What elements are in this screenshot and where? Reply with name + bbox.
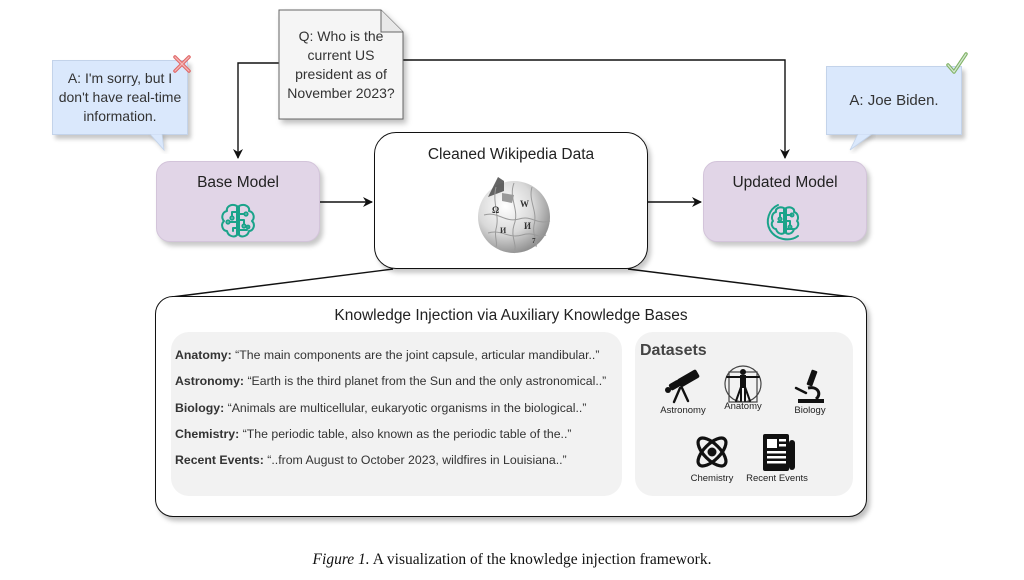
zoom-line-left [171, 268, 394, 298]
svg-text:W: W [520, 199, 529, 209]
zoom-line-right [627, 268, 853, 298]
example-row: Biology: “Animals are multicellular, euk… [175, 401, 586, 415]
example-text: “Animals are multicellular, eukaryotic o… [227, 401, 587, 415]
question-line: Q: Who is the [298, 27, 384, 44]
example-row: Anatomy: “The main components are the jo… [175, 348, 599, 362]
example-label: Anatomy: [175, 348, 232, 362]
svg-text:И: И [524, 221, 531, 231]
dataset-astronomy: Astronomy [648, 368, 718, 416]
dataset-label: Recent Events [746, 473, 808, 484]
example-label: Astronomy: [175, 374, 245, 388]
x-mark-icon [173, 55, 191, 73]
figure-caption-text: A visualization of the knowledge injecti… [369, 551, 712, 568]
updated-answer-bubble-tail [849, 134, 873, 151]
brain-circuit-icon [766, 204, 800, 241]
example-label: Biology: [175, 401, 225, 415]
updated-answer-text: A: Joe Biden. [849, 92, 939, 109]
base-answer-bubble: A: I'm sorry, but I don't have real-time… [52, 60, 188, 135]
newspaper-icon [763, 434, 795, 471]
example-label: Chemistry: [175, 427, 240, 441]
example-text: “The main components are the joint capsu… [235, 348, 600, 362]
base-answer-line: A: I'm sorry, but I [67, 70, 173, 86]
base-model-box: Base Model [156, 161, 320, 242]
base-answer-line: information. [83, 108, 157, 124]
updated-model-title: Updated Model [732, 174, 838, 191]
datasets-title: Datasets [640, 342, 707, 359]
dataset-label: Chemistry [690, 473, 734, 484]
knowledge-injection-title: Knowledge Injection via Auxiliary Knowle… [334, 307, 688, 324]
svg-text:7: 7 [532, 237, 536, 245]
example-text: “Earth is the third planet from the Sun … [247, 374, 607, 388]
figure-label: Figure 1. [312, 551, 370, 568]
question-line: November 2023? [287, 84, 395, 101]
example-label: Recent Events: [175, 453, 264, 467]
dataset-anatomy: Anatomy [708, 364, 778, 412]
vitruvian-man-icon [724, 365, 762, 403]
arrow-question-to-base-model [233, 62, 279, 159]
updated-answer-bubble: A: Joe Biden. [826, 66, 962, 135]
base-answer-line: don't have real-time [58, 89, 182, 105]
wikipedia-data-title: Cleaned Wikipedia Data [427, 146, 595, 163]
checkmark-icon [946, 52, 968, 74]
knowledge-injection-box: Knowledge Injection via Auxiliary Knowle… [155, 296, 867, 517]
svg-text:Ω: Ω [492, 205, 499, 215]
dataset-biology: Biology [775, 368, 845, 416]
telescope-icon [665, 369, 700, 404]
note-shape [278, 9, 404, 120]
figure-caption: Figure 1. A visualization of the knowled… [0, 551, 1024, 569]
datasets-panel: Datasets Astronomy [635, 332, 853, 496]
microscope-icon [794, 369, 824, 403]
dataset-label: Biology [794, 405, 826, 416]
question-line: president as of [295, 65, 387, 82]
svg-text:И: И [500, 226, 507, 235]
example-row: Astronomy: “Earth is the third planet fr… [175, 374, 606, 388]
question-text: Q: Who is the current US president as of… [279, 10, 403, 119]
dataset-label: Anatomy [724, 401, 762, 412]
question-line: current US [307, 46, 375, 63]
atom-icon [696, 436, 728, 468]
base-answer-bubble-tail [149, 134, 165, 152]
example-row: Chemistry: “The periodic table, also kno… [175, 427, 571, 441]
dataset-recent-events: Recent Events [742, 432, 812, 484]
updated-model-box: Updated Model [703, 161, 867, 242]
wikipedia-data-box: Cleaned Wikipedia Data Ω W И И 7 [374, 132, 648, 269]
dataset-label: Astronomy [660, 405, 706, 416]
question-note: Q: Who is the current US president as of… [278, 9, 404, 120]
base-model-title: Base Model [197, 174, 279, 191]
example-row: Recent Events: “..from August to October… [175, 453, 567, 467]
wikipedia-globe-icon: Ω W И И 7 [478, 177, 551, 254]
dataset-chemistry: Chemistry [677, 432, 747, 484]
example-text: “..from August to October 2023, wildfire… [267, 453, 567, 467]
brain-circuit-icon [221, 203, 255, 238]
example-text: “The periodic table, also known as the p… [242, 427, 572, 441]
examples-panel: Anatomy: “The main components are the jo… [171, 332, 622, 496]
